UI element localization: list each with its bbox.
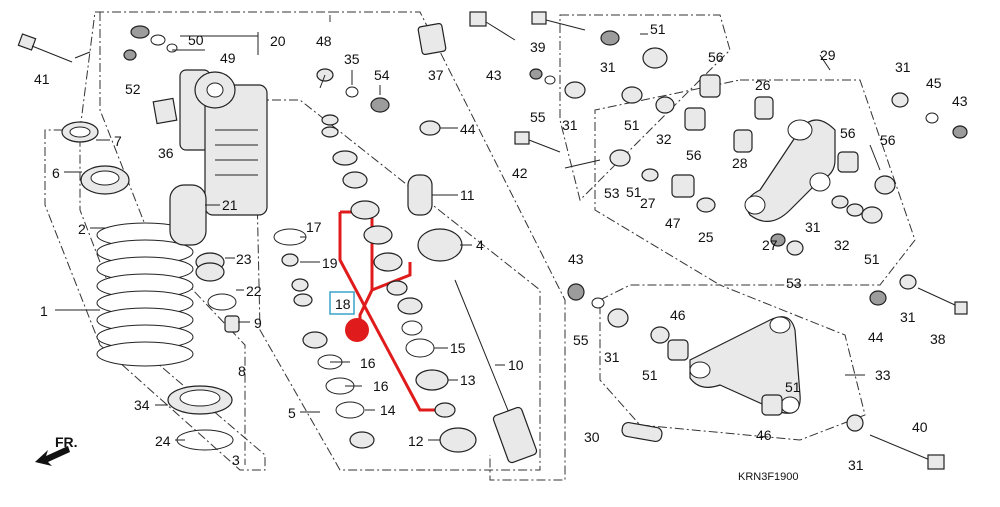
label-38: 38 (930, 331, 946, 347)
label-12: 12 (408, 433, 424, 449)
shock-assembly (17, 25, 268, 451)
label-13: 13 (460, 372, 476, 388)
label-42: 42 (512, 165, 528, 181)
label-51-b: 51 (624, 117, 640, 133)
label-53-a: 53 (604, 185, 620, 201)
label-27-b: 27 (762, 237, 778, 253)
label-31-d: 31 (900, 309, 916, 325)
label-49: 49 (220, 50, 236, 66)
label-31-a: 31 (600, 59, 616, 75)
highlight-dot (345, 318, 369, 342)
label-51-d: 51 (864, 251, 880, 267)
label-56-d: 31 (805, 219, 821, 235)
label-37: 37 (428, 67, 444, 83)
label-35: 35 (344, 51, 360, 67)
leader-lines (55, 32, 881, 441)
direction-label: FR. (55, 434, 78, 450)
label-45: 45 (926, 75, 942, 91)
label-51-a: 51 (650, 21, 666, 37)
label-51-c: 51 (626, 184, 642, 200)
linkage-assembly (514, 11, 968, 470)
label-14: 14 (380, 402, 396, 418)
label-28: 28 (732, 155, 748, 171)
label-53-b: 53 (786, 275, 802, 291)
label-16-a: 16 (360, 355, 376, 371)
label-5: 5 (288, 405, 296, 421)
label-24: 24 (155, 433, 171, 449)
label-48: 48 (316, 33, 332, 49)
label-3: 3 (232, 452, 240, 468)
group-outlines (44, 11, 916, 481)
label-43-c: 43 (568, 251, 584, 267)
label-34: 34 (134, 397, 150, 413)
label-44-b: 44 (868, 329, 884, 345)
label-32-a: 32 (656, 131, 672, 147)
label-17: 17 (306, 219, 322, 235)
label-40: 40 (912, 419, 928, 435)
label-26: 26 (755, 77, 771, 93)
label-7: 7 (114, 133, 122, 149)
label-1: 1 (40, 303, 48, 319)
label-2: 2 (78, 221, 86, 237)
label-31-c: 31 (895, 59, 911, 75)
label-4: 4 (476, 237, 484, 253)
label-55-a: 55 (530, 109, 546, 125)
label-41: 41 (34, 71, 50, 87)
label-8: 8 (238, 363, 246, 379)
label-31-e: 31 (604, 349, 620, 365)
label-51-f: 51 (785, 379, 801, 395)
label-21: 21 (222, 197, 238, 213)
label-32-b: 32 (834, 237, 850, 253)
label-47: 47 (665, 215, 681, 231)
label-39: 39 (530, 39, 546, 55)
label-31-b: 31 (562, 117, 578, 133)
label-6: 6 (52, 165, 60, 181)
front-arrow-icon (35, 446, 70, 466)
label-56-c: 56 (840, 125, 856, 141)
label-46-b: 46 (756, 427, 772, 443)
part-labels: 41 20 50 49 52 48 35 54 37 39 31 51 43 5… (34, 21, 968, 483)
label-22: 22 (246, 283, 262, 299)
label-10: 10 (508, 357, 524, 373)
label-56-b: 56 (686, 147, 702, 163)
label-18: 18 (335, 296, 351, 312)
label-54: 54 (374, 67, 390, 83)
label-11: 11 (460, 187, 475, 203)
label-25: 25 (698, 229, 714, 245)
label-43-b: 43 (952, 93, 968, 109)
label-56-a: 56 (708, 49, 724, 65)
label-55-b: 55 (573, 332, 589, 348)
label-27-a: 27 (640, 195, 656, 211)
label-23: 23 (236, 251, 252, 267)
diagram-code: KRN3F1900 (738, 471, 799, 483)
label-19: 19 (322, 255, 338, 271)
label-30: 30 (584, 429, 600, 445)
label-46-a: 46 (670, 307, 686, 323)
label-33: 33 (875, 367, 891, 383)
label-51-e: 51 (642, 367, 658, 383)
label-51-g: 56 (880, 132, 896, 148)
label-44-a: 44 (460, 121, 476, 137)
label-50: 50 (188, 32, 204, 48)
label-20: 20 (270, 33, 286, 49)
label-52: 52 (125, 81, 141, 97)
label-box-18 (329, 291, 355, 315)
label-36: 36 (158, 145, 174, 161)
label-9: 9 (254, 315, 262, 331)
label-29: 29 (820, 47, 836, 63)
label-43-a: 43 (486, 67, 502, 83)
label-15: 15 (450, 340, 466, 356)
label-31-f: 31 (848, 457, 864, 473)
label-16-b: 16 (373, 378, 389, 394)
